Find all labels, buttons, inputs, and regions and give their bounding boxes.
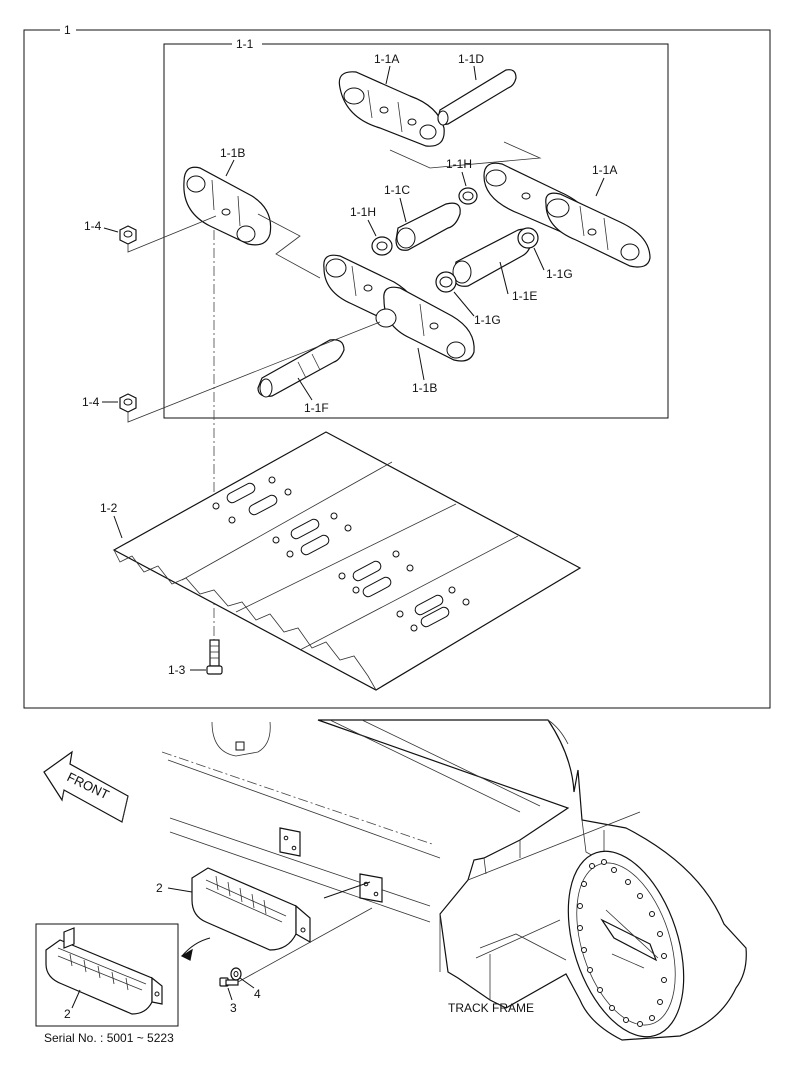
- label-1-4-bottom: 1-4: [82, 395, 100, 409]
- assembly-frame-1: 1: [23, 23, 771, 709]
- link-1-1b-bottom: 1-1B: [323, 254, 475, 395]
- inset-box: 2: [35, 923, 179, 1027]
- label-1-1e: 1-1E: [512, 289, 537, 303]
- seal-1-1h-left: 1-1H: [350, 205, 393, 256]
- label-1-1a-right: 1-1A: [592, 163, 617, 177]
- seal-1-1g-left: 1-1G: [435, 271, 501, 327]
- label-3: 3: [230, 1001, 237, 1015]
- link-1-1b-top: 1-1B: [183, 146, 321, 279]
- label-1-1b-bottom: 1-1B: [412, 381, 437, 395]
- bolt-3: 3: [219, 907, 373, 1015]
- label-2-main: 2: [156, 881, 163, 895]
- label-1-1f: 1-1F: [304, 401, 329, 415]
- label-1-1h-left: 1-1H: [350, 205, 376, 219]
- label-1-1g-right: 1-1G: [546, 267, 573, 281]
- pin-1-1f: 1-1F: [257, 339, 345, 415]
- bushing-1-1e: 1-1E: [452, 228, 537, 303]
- step-2-main: 2: [156, 867, 371, 951]
- label-1-1a-top: 1-1A: [374, 52, 399, 66]
- front-arrow-icon: FRONT: [43, 750, 129, 823]
- label-1-1h-right: 1-1H: [446, 157, 472, 171]
- seal-1-1h-right: 1-1H: [446, 157, 478, 205]
- label-1-2: 1-2: [100, 501, 118, 515]
- seal-1-1g-right: 1-1G: [517, 227, 573, 281]
- label-1-1g-left: 1-1G: [474, 313, 501, 327]
- label-assembly-1: 1: [64, 23, 71, 37]
- inset-arrow: [181, 937, 211, 957]
- label-1-1d: 1-1D: [458, 52, 484, 66]
- washer-4: 4: [230, 967, 261, 1001]
- label-2-inset: 2: [64, 1007, 71, 1021]
- link-1-1a-top: 1-1A: [338, 52, 445, 147]
- bushing-1-1c: 1-1C: [384, 183, 461, 251]
- bolt-1-3: 1-3: [168, 639, 223, 677]
- pin-1-1d: 1-1D: [389, 52, 542, 169]
- label-1-1c: 1-1C: [384, 183, 410, 197]
- link-1-1a-right: 1-1A: [483, 162, 651, 268]
- nut-1-4-bottom: 1-4: [82, 321, 381, 423]
- subassembly-frame-1-1: 1-1: [163, 37, 669, 419]
- label-sub-1-1: 1-1: [236, 37, 254, 51]
- track-shoe-1-2: 1-2: [100, 431, 582, 691]
- nut-1-4-top: 1-4: [84, 215, 217, 253]
- label-track-frame: TRACK FRAME: [448, 1001, 534, 1015]
- label-1-4-top: 1-4: [84, 219, 102, 233]
- label-1-3: 1-3: [168, 663, 186, 677]
- label-4: 4: [254, 987, 261, 1001]
- label-1-1b-top: 1-1B: [220, 146, 245, 160]
- serial-number: Serial No. : 5001 ~ 5223: [44, 1031, 174, 1045]
- track-frame: TRACK FRAME: [161, 719, 747, 1041]
